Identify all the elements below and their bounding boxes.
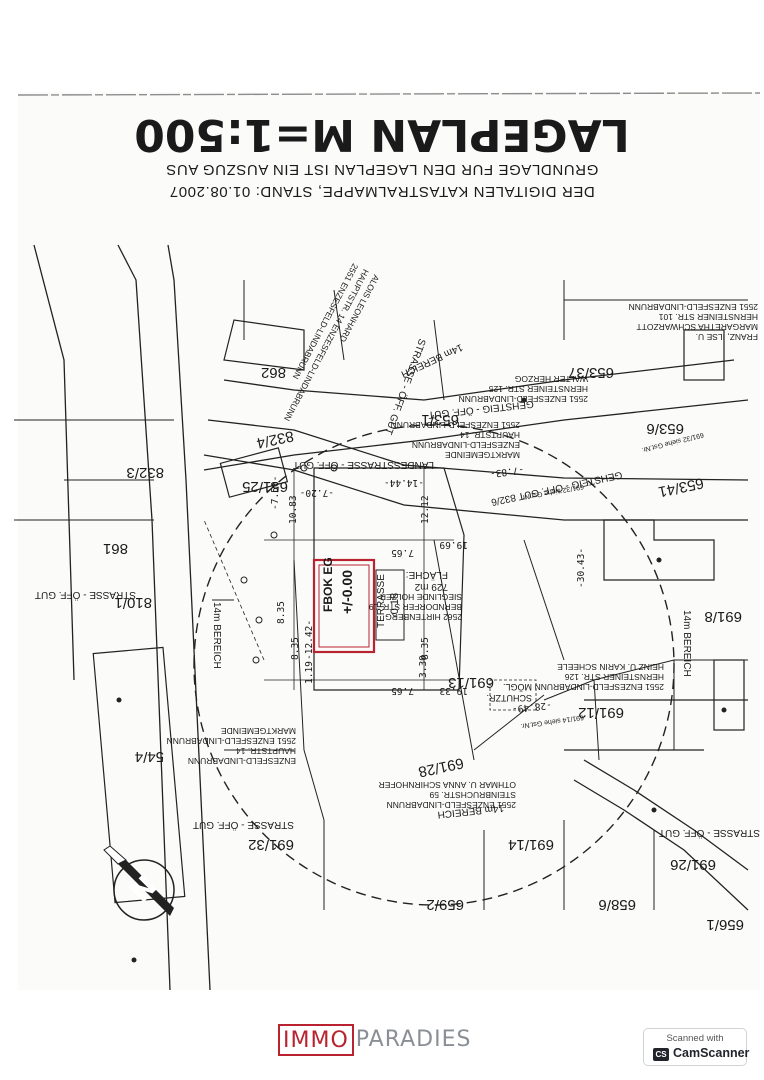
parcel-691-26: 691/26 xyxy=(670,856,716,873)
camscanner-name: CamScanner xyxy=(673,1046,750,1060)
parcel-lines xyxy=(14,280,748,910)
terrace-label: TERRASSE xyxy=(376,574,387,628)
svg-text:MÖGL.: MÖGL. xyxy=(503,682,532,692)
plan-title: LAGEPLAN M=1:500 xyxy=(134,109,629,160)
parcel-861: 861 xyxy=(103,540,128,557)
building-level: +/-0.00 xyxy=(339,570,355,614)
svg-text:SCHUTZR.: SCHUTZR. xyxy=(487,693,533,703)
parcel-658-6: 658/6 xyxy=(598,896,636,913)
svg-text:8.35: 8.35 xyxy=(276,601,287,624)
area-value: 729 m2 xyxy=(414,581,448,592)
svg-text:-7.50-: -7.50- xyxy=(270,476,281,510)
house-outline xyxy=(312,558,376,654)
parcel-54-4: 54/4 xyxy=(135,748,164,765)
terrace-level: -0.18 xyxy=(389,593,401,618)
parcel-659-2: 659/2 xyxy=(426,896,464,913)
building-plot xyxy=(203,464,465,691)
street-14m-bereich-left: 14m BEREICH xyxy=(211,602,222,669)
svg-text:-14.44-: -14.44- xyxy=(384,477,424,488)
svg-text:3.30: 3.30 xyxy=(418,655,429,678)
parcel-691-14: 691/14 xyxy=(508,836,554,853)
street-14m-bereich-right: 14m BEREICH xyxy=(681,610,692,677)
owner-othmar-1: OTHMAR U. ANNA SCHIRNHOFER xyxy=(379,780,516,790)
owner-othmar-3: 2551 ENZESFELD-LINDABRUNN xyxy=(387,800,516,810)
owner-marktgem-b3: HAUPTSTR. 14 xyxy=(236,746,296,756)
parcel-691-12: 691/12 xyxy=(578,704,624,721)
north-arrow-icon: N xyxy=(103,845,175,921)
svg-text:10.83: 10.83 xyxy=(288,495,299,524)
street-landesstrasse: LANDESSTRASSE - ÖFF. GUT xyxy=(293,459,434,471)
owner-heinz-1: HEINZ U. KARIN SCHEELE xyxy=(557,662,664,672)
parcel-691-8: 691/8 xyxy=(704,608,742,625)
owner-marktgem-b4: ENZESFELD-LINDABRUNN xyxy=(188,756,296,766)
owner-sieglinde-2: BERNDORFER STR. 19 xyxy=(369,602,462,612)
owner-marktgem-2: ENZESFELD-LINDABRUNN xyxy=(412,440,520,450)
svg-text:7.65: 7.65 xyxy=(391,685,414,696)
svg-text:8.35: 8.35 xyxy=(420,637,431,660)
camscanner-logo-icon: CS xyxy=(653,1048,669,1061)
owner-marktgem-1: MARKTGEMEINDE xyxy=(445,450,520,460)
owner-marktgem-b1: MARKTGEMEINDE xyxy=(221,726,296,736)
svg-text:8.35: 8.35 xyxy=(290,637,301,660)
parcel-656-1: 656/1 xyxy=(706,916,744,933)
svg-text:7.65: 7.65 xyxy=(391,547,414,558)
building-labels: FBOK EG +/-0.00 TERRASSE -0.18 xyxy=(321,557,401,628)
range-circle xyxy=(193,424,675,906)
owner-walter-3: 2551 ENZESFELD-LINDABRUNN xyxy=(459,394,588,404)
plan-subtitle-line1: GRUNDLAGE FUR DEN LAGEPLAN IST EIN AUSZU… xyxy=(166,161,599,178)
svg-text:19.69: 19.69 xyxy=(439,539,468,550)
svg-text:-30.43-: -30.43- xyxy=(576,548,587,588)
svg-text:12.12: 12.12 xyxy=(420,495,431,524)
street-strasse-bottom: STRASSE - ÖFF. GUT xyxy=(193,819,294,831)
street-strasse-left: STRASSE - ÖFF. GUT xyxy=(35,589,136,601)
owner-franz-4: 2551 ENZESFELD-LINDABRUNN xyxy=(629,302,758,312)
svg-text:-7.83-: -7.83- xyxy=(489,464,525,480)
owner-sieglinde-1: SIEGLINDE HOLZER xyxy=(380,592,462,602)
parcel-653-6: 653/6 xyxy=(646,420,684,437)
owner-marktgem-3: HAUPTSTR. 14 xyxy=(460,430,520,440)
camscanner-badge: Scanned with CS CamScanner xyxy=(643,1028,750,1066)
owner-heinz-3: 2551 ENZESFELD-LINDABRUNN xyxy=(535,682,664,692)
owner-heinz-2: HERNSTEINER STR. 126 xyxy=(565,672,664,682)
owner-marktgem-b2: 2551 ENZESFELD-LINDABRUNN xyxy=(167,736,296,746)
parcel-810-1: 810/1 xyxy=(114,594,152,611)
street-strasse-bottom-right: STRASSE - ÖFF. GUT xyxy=(659,827,760,839)
parcel-651-25: 651/25 xyxy=(242,478,288,495)
svg-text:-7.20-: -7.20- xyxy=(300,487,334,498)
owner-franz-3: HERNSTEINER STR. 101 xyxy=(659,312,758,322)
plan-sheet xyxy=(18,92,760,990)
tree-dots xyxy=(116,397,727,963)
parcel-862: 862 xyxy=(261,364,286,381)
owner-walter-1: WALTER HERZOG xyxy=(515,374,588,384)
owner-marktgem-4: 2551 ENZESFELD-LINDABRUNN xyxy=(391,420,520,430)
svg-text:-12.42-: -12.42- xyxy=(304,620,315,660)
parcel-653-1: 653/1 xyxy=(421,411,459,428)
parcel-653-37: 653/37 xyxy=(568,364,614,381)
moegl-box: MÖGL. SCHUTZR. xyxy=(487,679,537,711)
parcel-691-13: 691/13 xyxy=(448,674,494,691)
owner-franz-1: FRANZ, ILSE U. xyxy=(696,332,758,342)
camscanner-caption: Scanned with xyxy=(666,1033,724,1044)
parcel-691-32: 691/32 xyxy=(248,836,294,853)
neighbor-buildings xyxy=(92,319,745,904)
area-label: FLÄCHE: 729 m2 xyxy=(406,569,448,592)
brand-logo-boxed: IMMO xyxy=(278,1024,354,1056)
brand-logo: IMMO PARADIES xyxy=(278,1018,471,1062)
owner-walter-2: HERNSTEINER STR. 125 xyxy=(489,384,588,394)
svg-text:19.33: 19.33 xyxy=(439,685,468,696)
owner-sieglinde-3: 2562 HIRTENBERG xyxy=(385,612,462,622)
svg-text:-28.49-: -28.49- xyxy=(511,699,552,714)
owner-othmar-2: STEINBRUCHSTR. 59 xyxy=(429,790,516,800)
brand-logo-rest: PARADIES xyxy=(355,1027,472,1052)
plan-subtitle-line2: DER DIGITALEN KATASTRALMAPPE, STAND: 01.… xyxy=(169,183,595,200)
building-fbok: FBOK EG xyxy=(321,557,335,612)
parcel-832-3: 832/3 xyxy=(126,464,164,481)
svg-text:1.19: 1.19 xyxy=(304,661,315,684)
owner-franz-2: MARGARETHA SCHWARZOTT xyxy=(636,322,758,332)
area-title: FLÄCHE: xyxy=(406,569,448,581)
dimension-labels: 19.69 7.65 7.65 12.12 8.35 8.35 3.30 19.… xyxy=(270,464,587,715)
